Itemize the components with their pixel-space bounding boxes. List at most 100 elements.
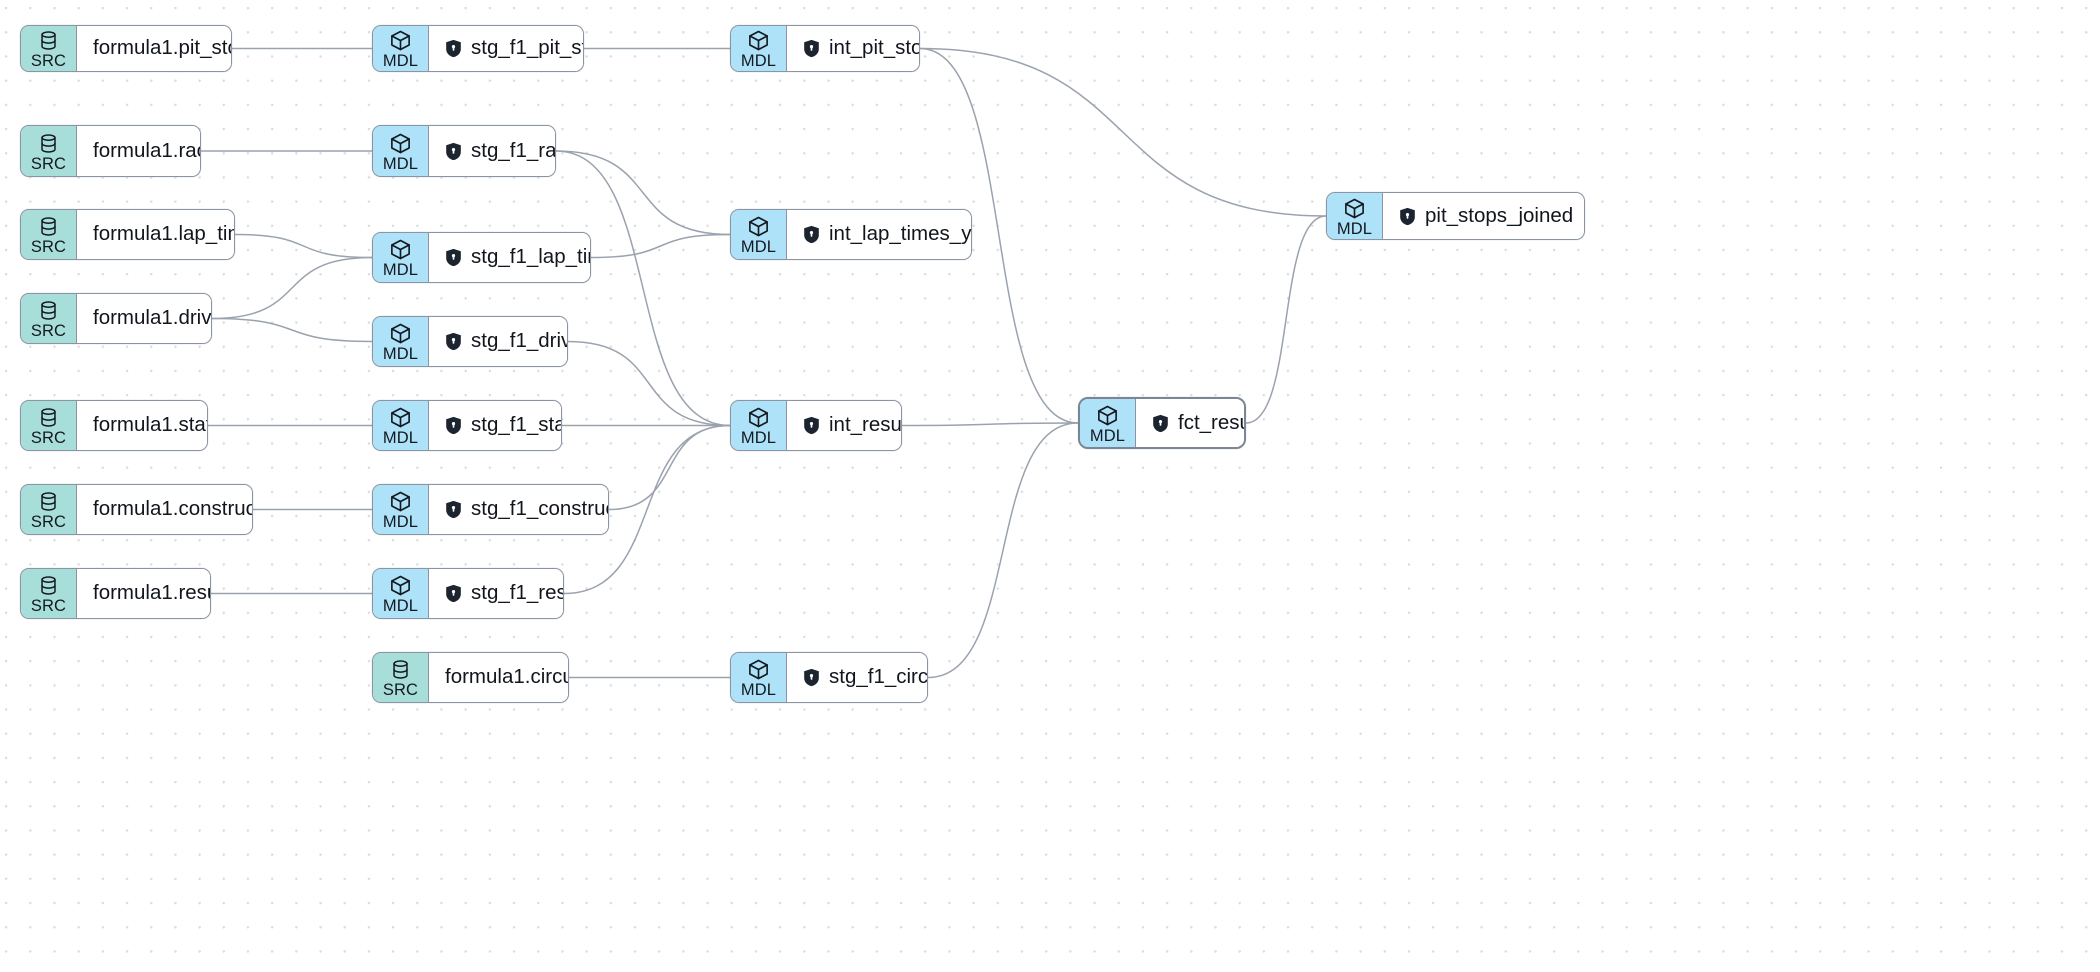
node-label: pit_stops_joined [1425,203,1574,227]
node-label: formula1.pit_stops [93,36,231,60]
node-body-src_constructors: formula1.constructors [77,485,252,534]
node-type-badge-stg_races: MDL [373,126,429,176]
shield-lock-icon [446,248,461,267]
node-body-int_results: int_results [787,401,901,450]
shield-lock-icon [446,39,461,58]
shield-lock-icon [446,142,461,160]
node-type-badge-src_status: SRC [21,401,77,450]
node-body-int_lap_times_years: int_lap_times_years [787,210,972,259]
shield-lock-icon [1153,414,1168,432]
node-body-stg_lap_times: stg_f1_lap_times [429,233,590,282]
node-body-src_status: formula1.status [77,401,207,450]
node-type-badge-label: SRC [30,238,67,257]
graph-node-src_constructors[interactable]: SRC formula1.constructors [20,484,253,535]
node-label: int_pit_stops [829,36,919,60]
graph-edge-stg_circuits-to-fct_results [927,422,1079,679]
node-type-badge-src_results: SRC [21,569,77,618]
cube-icon [391,491,410,512]
node-body-src_pit_stops: formula1.pit_stops [77,26,231,71]
node-type-badge-int_pit_stops: MDL [731,26,787,71]
node-body-int_pit_stops: int_pit_stops [787,26,919,71]
node-label: stg_f1_results [471,581,564,605]
graph-node-pit_stops_joined[interactable]: MDL pit_stops_joined [1326,192,1585,240]
node-type-badge-label: SRC [30,429,67,448]
graph-node-stg_constructors[interactable]: MDL stg_f1_constructors [372,484,609,535]
cube-icon [391,133,410,154]
node-type-badge-int_results: MDL [731,401,787,450]
node-label: stg_f1_status [471,413,561,437]
shield-lock-icon [804,668,819,687]
node-type-badge-label: SRC [30,52,67,71]
cube-icon [391,575,410,596]
node-label: formula1.constructors [93,497,252,521]
cube-icon [749,216,768,237]
graph-edge-stg_constructors-to-int_results [608,424,731,511]
graph-node-src_lap_times[interactable]: SRC formula1.lap_times [20,209,235,260]
node-type-badge-stg_drivers: MDL [373,317,429,366]
graph-edge-int_pit_stops-to-pit_stops_joined [919,47,1327,217]
node-type-badge-label: MDL [1336,219,1373,238]
node-body-fct_results: fct_results [1136,399,1244,447]
graph-node-stg_races[interactable]: MDL stg_f1_races [372,125,556,177]
graph-node-stg_lap_times[interactable]: MDL stg_f1_lap_times [372,232,591,283]
database-icon [41,301,56,320]
graph-node-src_drivers[interactable]: SRC formula1.drivers [20,293,212,344]
node-label: formula1.status [93,413,207,437]
node-type-badge-label: MDL [382,52,419,71]
graph-node-stg_status[interactable]: MDL stg_f1_status [372,400,562,451]
cube-icon [749,407,768,428]
node-type-badge-label: MDL [740,238,777,257]
database-icon [41,31,56,50]
node-type-badge-label: MDL [382,154,419,173]
graph-node-stg_results[interactable]: MDL stg_f1_results [372,568,564,619]
node-label: formula1.races [93,138,200,162]
graph-node-stg_circuits[interactable]: MDL stg_f1_circuits [730,652,928,703]
node-label: stg_f1_lap_times [471,245,590,269]
node-type-badge-stg_constructors: MDL [373,485,429,534]
node-type-badge-label: MDL [382,513,419,532]
database-icon [41,217,56,236]
node-body-src_races: formula1.races [77,126,200,176]
node-label: formula1.drivers [93,306,212,330]
node-body-src_circuits: formula1.circuits [429,653,568,702]
graph-edge-int_results-to-fct_results [901,422,1079,427]
database-icon [41,576,56,595]
cube-icon [391,30,410,51]
node-type-badge-label: MDL [1089,426,1126,445]
graph-node-fct_results[interactable]: MDL fct_results [1078,397,1246,449]
node-body-stg_drivers: stg_f1_drivers [429,317,567,366]
graph-node-int_lap_times_years[interactable]: MDL int_lap_times_years [730,209,972,260]
shield-lock-icon [804,39,819,58]
graph-edge-fct_results-to-pit_stops_joined [1245,215,1327,424]
graph-node-src_status[interactable]: SRC formula1.status [20,400,208,451]
node-type-badge-stg_circuits: MDL [731,653,787,702]
node-label: stg_f1_races [471,138,556,162]
node-label: formula1.lap_times [93,222,234,246]
node-label: stg_f1_constructors [471,497,608,521]
node-type-badge-src_constructors: SRC [21,485,77,534]
graph-edge-stg_lap_times-to-int_lap_times_years [590,233,731,259]
node-type-badge-label: SRC [30,322,67,341]
node-label: formula1.circuits [445,665,568,689]
node-type-badge-label: MDL [382,261,419,280]
node-type-badge-stg_pit_stops: MDL [373,26,429,71]
node-label: int_lap_times_years [829,222,972,246]
shield-lock-icon [446,332,461,351]
node-type-badge-stg_results: MDL [373,569,429,618]
database-icon [393,660,408,679]
graph-edge-stg_races-to-int_results [555,150,731,427]
node-type-badge-stg_status: MDL [373,401,429,450]
node-body-stg_circuits: stg_f1_circuits [787,653,927,702]
node-body-src_results: formula1.results [77,569,210,618]
graph-node-src_pit_stops[interactable]: SRC formula1.pit_stops [20,25,232,72]
node-type-badge-label: MDL [740,681,777,700]
graph-node-int_pit_stops[interactable]: MDL int_pit_stops [730,25,920,72]
